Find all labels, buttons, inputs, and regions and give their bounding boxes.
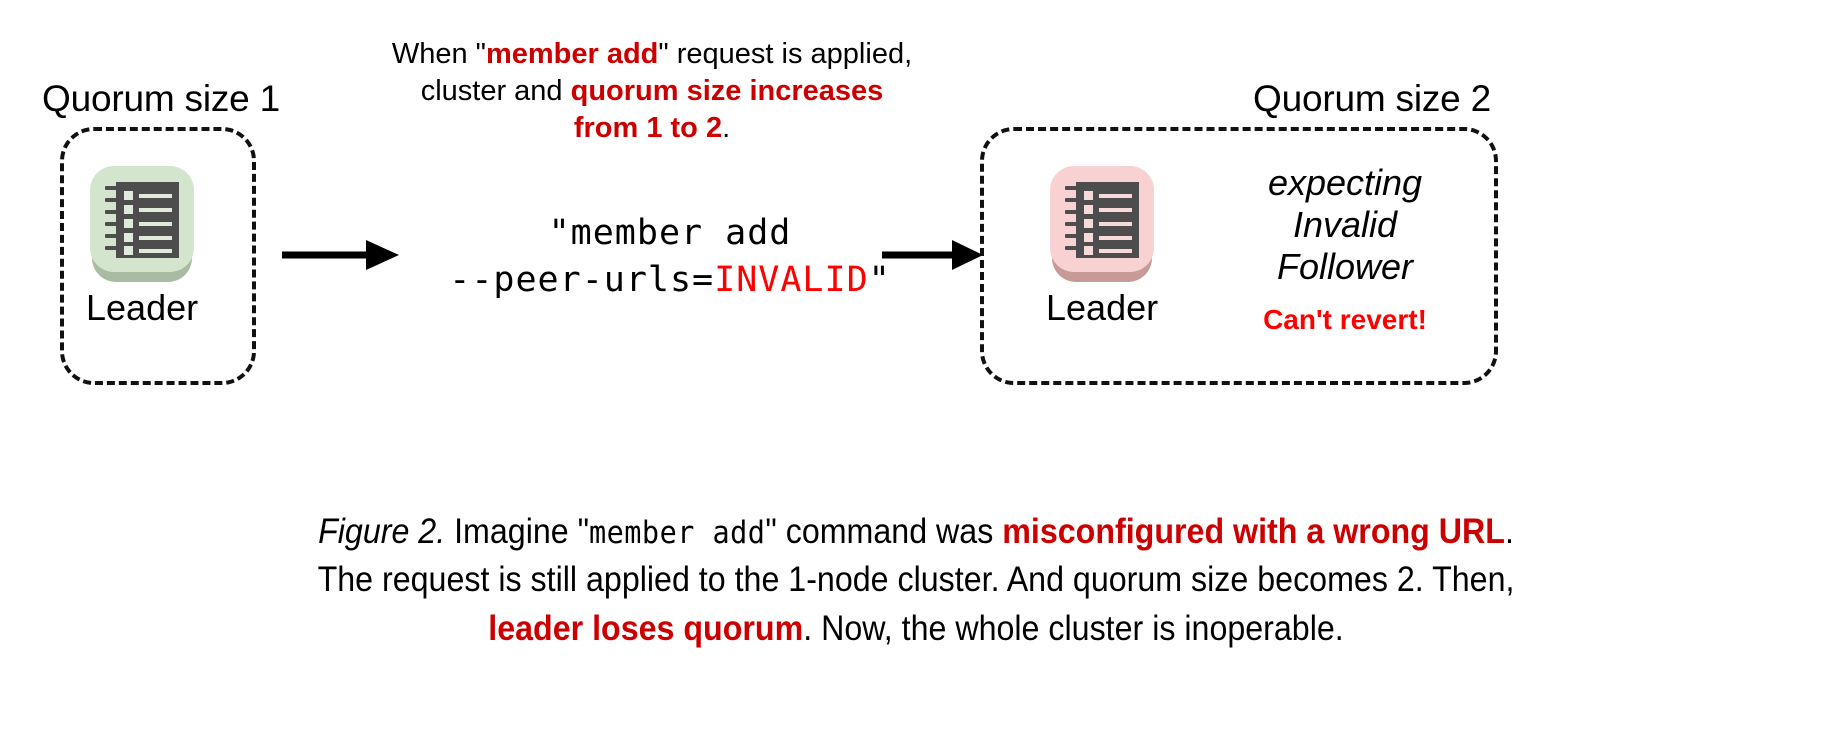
follower-status-line-2: Invalid: [1292, 204, 1398, 246]
caption-text: .: [1504, 512, 1514, 551]
top-annotation-text: When ": [391, 38, 486, 70]
node-tile-left: [87, 158, 197, 284]
command-text: "member add --peer-urls=INVALID": [420, 210, 920, 304]
top-annotation-line-3: from 1 to 2.: [352, 110, 952, 147]
node-caption-right: Leader: [1046, 287, 1159, 328]
command-close-quote: ": [868, 259, 891, 300]
command-invalid-value: INVALID: [714, 259, 869, 300]
ledger-icon: [105, 182, 180, 258]
command-line-2: --peer-urls=INVALID": [420, 257, 920, 304]
figure-caption-line-1: Figure 2. Imagine "member add" command w…: [128, 508, 1703, 556]
top-annotation-emphasis-member-add: member add: [485, 38, 659, 70]
caption-text: . Now, the whole cluster is inoperable.: [803, 608, 1344, 648]
top-annotation-emphasis-from-1-to-2: from 1 to 2: [573, 112, 723, 145]
cannot-revert-warning: Can't revert!: [1263, 304, 1427, 336]
figure-caption-line-3: leader loses quorum. Now, the whole clus…: [128, 605, 1703, 653]
ledger-icon: [1065, 182, 1140, 258]
caption-emphasis-leader-loses-quorum: leader loses quorum: [488, 608, 804, 648]
caption-command-literal: member add: [589, 515, 766, 551]
figure-caption-line-2: The request is still applied to the 1-no…: [317, 560, 1515, 600]
caption-text: Imagine ": [445, 512, 590, 551]
figure-caption: Figure 2. Imagine "member add" command w…: [128, 508, 1703, 653]
quorum-size-label-right: Quorum size 2: [1253, 78, 1491, 119]
cluster-boundary-left: [60, 127, 256, 385]
command-line-1: "member add: [548, 213, 792, 253]
node-leader-right: Leader: [1046, 158, 1158, 326]
quorum-size-label-left: Quorum size 1: [42, 78, 280, 119]
caption-emphasis-misconfigured: misconfigured with a wrong URL: [1002, 512, 1505, 551]
top-annotation-text: .: [722, 112, 731, 145]
arrow-right-icon-2: [882, 240, 983, 270]
caption-text: " command was: [765, 512, 1003, 551]
top-annotation-line-1: When "member add" request is applied,: [352, 36, 952, 73]
node-tile-right: [1047, 158, 1157, 284]
node-leader-left: Leader: [86, 158, 198, 326]
figure-number: Figure 2.: [318, 512, 446, 551]
node-caption-left: Leader: [86, 287, 199, 328]
top-annotation-text: cluster and: [420, 75, 571, 108]
follower-status-block: expecting Invalid Follower Can't revert!: [1220, 162, 1470, 336]
follower-status-line-3: Follower: [1276, 246, 1414, 288]
top-annotation-line-2: cluster and quorum size increases: [352, 73, 952, 110]
follower-status-line-1: expecting: [1267, 162, 1423, 203]
command-flag: --peer-urls=: [449, 259, 715, 300]
top-annotation-text: " request is applied,: [658, 38, 913, 70]
top-annotation-emphasis-quorum-increase: quorum size increases: [570, 75, 884, 108]
cluster-boundary-right: [980, 127, 1498, 385]
top-annotation: When "member add" request is applied, cl…: [352, 36, 952, 147]
arrow-right-icon-1: [282, 240, 399, 270]
